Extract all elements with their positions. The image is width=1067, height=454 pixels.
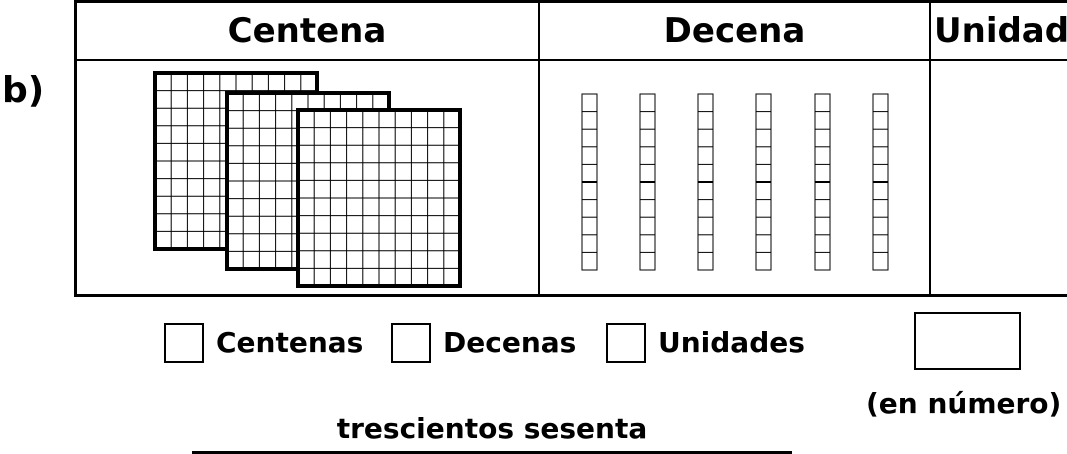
centenas-label: Centenas — [216, 326, 364, 359]
base-ten-blocks-drawing — [153, 71, 889, 288]
unidades-answer-box[interactable] — [606, 323, 646, 363]
table-header-divider — [74, 59, 1067, 61]
place-value-table — [74, 0, 1067, 297]
centenas-answer-box[interactable] — [164, 323, 204, 363]
number-answer-box[interactable] — [914, 312, 1021, 370]
column-divider — [538, 0, 540, 297]
number-box-label: (en número) — [866, 387, 1062, 420]
ten-rod — [755, 93, 772, 271]
header-unidad: Unidad — [934, 11, 1067, 51]
ten-rod — [814, 93, 831, 271]
hundred-flat — [296, 108, 462, 288]
number-in-words: trescientos sesenta — [336, 412, 648, 445]
hundred-flats — [153, 71, 462, 288]
header-decena: Decena — [663, 11, 806, 51]
decenas-answer-box[interactable] — [391, 323, 431, 363]
ten-rod — [872, 93, 889, 271]
column-divider — [929, 0, 931, 297]
ten-rod — [639, 93, 656, 271]
header-centena: Centena — [227, 11, 387, 51]
unidades-label: Unidades — [658, 326, 805, 359]
answer-line — [192, 451, 792, 454]
decenas-label: Decenas — [443, 326, 577, 359]
exercise-label: b) — [2, 70, 45, 111]
ten-rods — [581, 93, 889, 271]
ten-rod — [697, 93, 714, 271]
ten-rod — [581, 93, 598, 271]
